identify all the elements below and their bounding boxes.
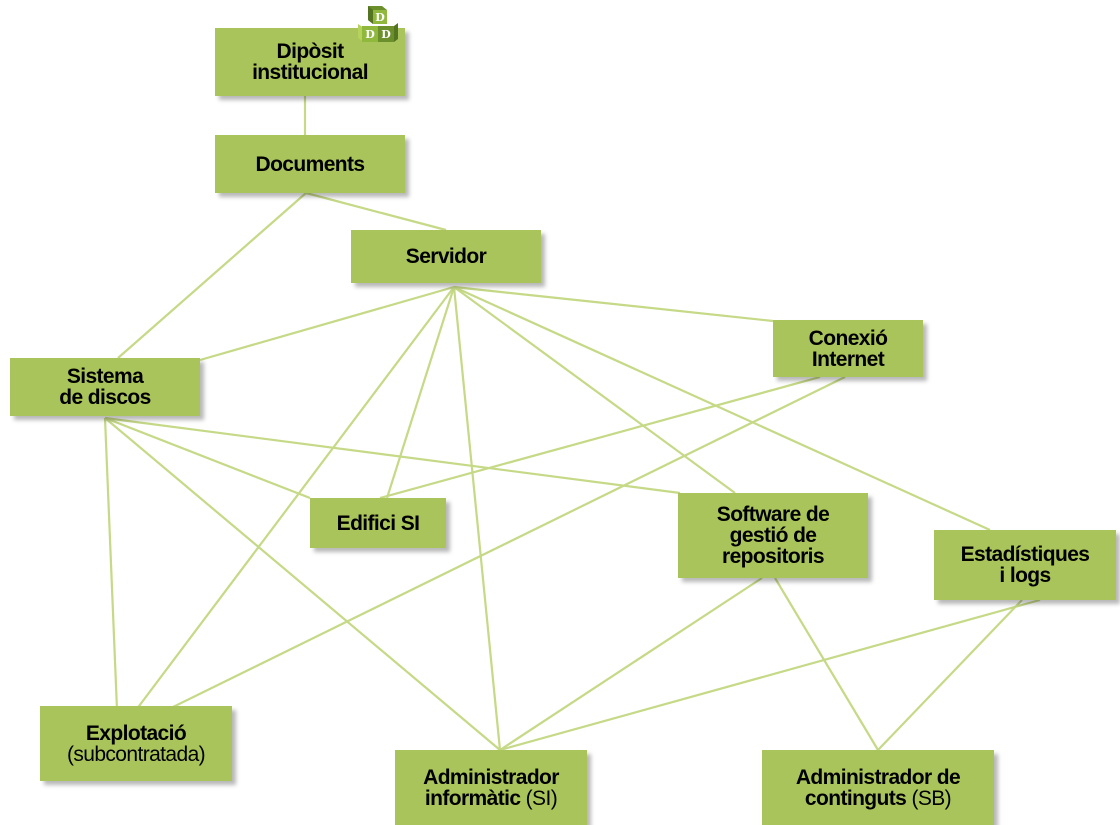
- edge-software-admin_inf: [499, 577, 763, 751]
- node-label-line: i logs: [999, 564, 1051, 587]
- node-label-bold: Explotació: [85, 721, 187, 745]
- node-label-line: (subcontratada): [66, 742, 206, 766]
- node-label-bold: institucional: [252, 61, 368, 84]
- dd-blocks-logo-icon: D D D: [358, 6, 398, 42]
- node-label-line: Edifici SI: [337, 513, 420, 534]
- node-label-line: Explotació: [85, 721, 187, 745]
- edge-sistema-software: [104, 416, 681, 495]
- node-label-line: Administrador: [423, 767, 559, 788]
- node-label-line: Internet: [811, 347, 885, 371]
- node-label-line: continguts (SB): [804, 786, 952, 810]
- node-label-normal: (SI): [525, 786, 558, 810]
- edge-conexio-edifici: [379, 375, 821, 500]
- node-label-line: repositoris: [722, 545, 825, 568]
- edge-servidor-explotacio: [117, 286, 455, 735]
- node-label-normal: (SB): [911, 786, 952, 810]
- logo-block-right: D: [378, 23, 398, 42]
- node-label-line: gestió de: [730, 525, 817, 546]
- node-label-line: Servidor: [405, 245, 487, 268]
- edge-documents-sistema: [117, 192, 307, 359]
- node-label-bold: Administrador: [423, 765, 559, 789]
- logo-letter-left: D: [365, 28, 375, 41]
- edge-servidor-admin_inf: [452, 286, 502, 751]
- node-label-line: informàtic (SI): [424, 786, 558, 810]
- edge-sistema-edifici: [104, 416, 311, 500]
- node-label-bold: Documents: [255, 152, 366, 176]
- node-label-bold: Dipòsit: [276, 40, 345, 63]
- edge-servidor-conexio: [453, 285, 774, 323]
- node-label-bold: Conexió: [808, 326, 888, 350]
- node-label-line: de discos: [59, 386, 151, 409]
- logo-block-left: D: [358, 24, 378, 42]
- edge-documents-servidor: [305, 191, 447, 232]
- edge-estadistiques-admin_inf: [499, 598, 1041, 752]
- node-label-bold: Estadístiques: [960, 543, 1090, 566]
- node-label-bold: Internet: [811, 347, 885, 371]
- node-label-line: Sistema: [66, 365, 144, 388]
- node-label-normal: (subcontratada): [66, 742, 206, 766]
- edge-servidor-estadistiques: [453, 285, 991, 532]
- node-label-bold: Servidor: [405, 245, 487, 268]
- logo-block-top: D: [368, 6, 387, 24]
- edge-conexio-explotacio: [117, 376, 846, 735]
- edge-servidor-sistema: [199, 285, 455, 362]
- node-label-line: Estadístiques: [961, 544, 1090, 565]
- node-label-line: Dipòsit: [276, 40, 345, 63]
- node-edifici-si: Edifici SI: [310, 498, 446, 548]
- node-servidor: Servidor: [351, 230, 541, 283]
- node-label-line: Software de: [716, 503, 830, 526]
- node-label-bold: continguts: [804, 786, 912, 810]
- logo-letter-right: D: [381, 28, 391, 41]
- node-label-bold: Administrador de: [795, 765, 961, 789]
- node-label-bold: i logs: [999, 564, 1051, 587]
- node-label-bold: gestió de: [729, 524, 817, 547]
- node-label-line: Administrador de: [795, 765, 961, 789]
- edge-sistema-explotacio: [103, 417, 120, 735]
- node-label-line: Documents: [255, 152, 366, 176]
- node-label-bold: Software de: [716, 503, 830, 526]
- edge-estadistiques-admin_cont: [877, 599, 1023, 751]
- edge-servidor-edifici: [385, 286, 456, 499]
- node-label-line: institucional: [252, 62, 368, 83]
- node-label-line: Conexió: [809, 328, 888, 349]
- node-label-bold: informàtic: [424, 786, 526, 810]
- node-documents: Documents: [215, 135, 405, 193]
- edge-servidor-software: [453, 286, 736, 494]
- edge-sistema-admin_inf: [104, 417, 501, 751]
- node-label-bold: Edifici SI: [336, 511, 420, 535]
- node-explotacio: Explotació(subcontratada): [40, 706, 232, 781]
- node-label-bold: repositoris: [722, 545, 825, 568]
- node-label-bold: de discos: [59, 386, 151, 409]
- logo-letter-top: D: [375, 11, 385, 24]
- edge-software-admin_cont: [774, 577, 879, 751]
- node-label-bold: Sistema: [66, 365, 144, 388]
